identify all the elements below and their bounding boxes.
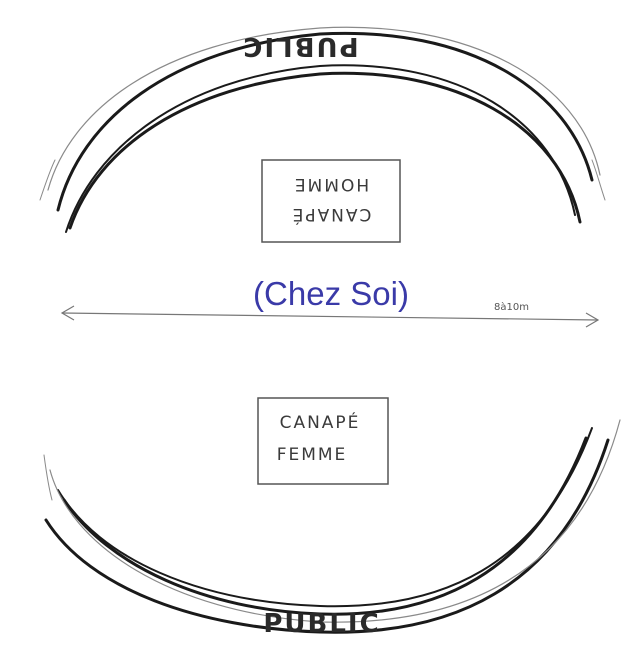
bottom-audience-band: [43, 419, 621, 634]
top-sofa-line1: CANAPÉ: [291, 204, 372, 226]
bottom-sofa-line1: CANAPÉ: [280, 411, 361, 433]
top-public-label: PUBLIC: [241, 31, 358, 61]
diagram-title: (Chez Soi): [253, 275, 409, 312]
top-sofa: CANAPÉ HOMME: [261, 159, 401, 243]
top-sofa-line2: HOMME: [293, 174, 369, 194]
bottom-public-label: PUBLIC: [263, 609, 380, 639]
top-audience-band: [39, 26, 606, 233]
dimension-arrow: 8à10m: [60, 301, 600, 328]
dimension-label: 8à10m: [494, 301, 529, 313]
bottom-sofa-line2: FEMME: [277, 445, 348, 465]
bottom-sofa: CANAPÉ FEMME: [257, 397, 389, 485]
